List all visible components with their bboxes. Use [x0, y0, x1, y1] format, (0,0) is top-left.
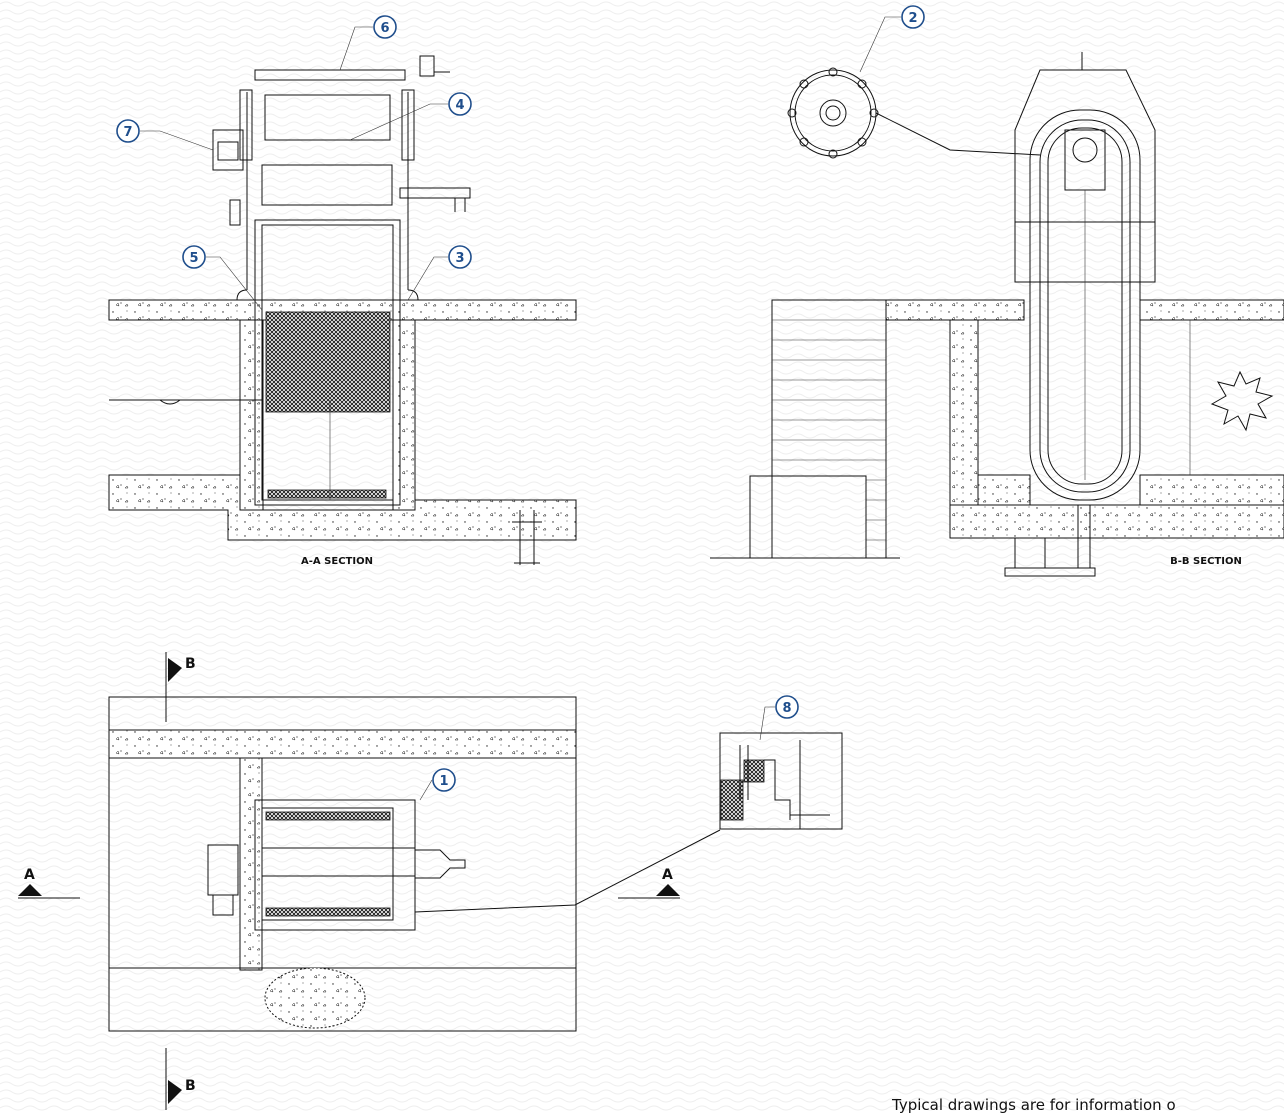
bb-section-label: B-B SECTION: [1170, 556, 1242, 567]
callout-6: 6: [373, 15, 397, 39]
callout-6-label: 6: [380, 21, 389, 36]
section-marker-a-right: A: [662, 867, 673, 883]
plan-view: [18, 652, 721, 1110]
callout-3: 3: [448, 245, 472, 269]
callout-3-label: 3: [455, 251, 464, 266]
callout-8-label: 8: [782, 701, 791, 716]
sprocket-detail: [787, 67, 1041, 159]
callout-4: 4: [448, 92, 472, 116]
seal-detail: [719, 732, 843, 830]
callout-8: 8: [775, 695, 799, 719]
callout-5-label: 5: [189, 251, 198, 266]
section-marker-b-bottom: B: [185, 1078, 196, 1094]
callout-7-label: 7: [123, 125, 132, 140]
bb-section-view: [710, 52, 1284, 577]
gravel-area: [264, 967, 366, 1029]
section-marker-b-top: B: [185, 656, 196, 672]
callout-2-label: 2: [908, 11, 917, 26]
callout-1-label: 1: [439, 774, 448, 789]
callout-2: 2: [901, 5, 925, 29]
callout-leaders: [140, 16, 901, 801]
callout-1: 1: [432, 768, 456, 792]
footnote-text: Typical drawings are for information o: [892, 1096, 1176, 1114]
section-marker-a-left: A: [24, 867, 35, 883]
callout-7: 7: [116, 119, 140, 143]
aa-section-view: [108, 55, 577, 565]
callout-4-label: 4: [455, 98, 464, 113]
aa-section-label: A-A SECTION: [301, 556, 373, 567]
callout-5: 5: [182, 245, 206, 269]
